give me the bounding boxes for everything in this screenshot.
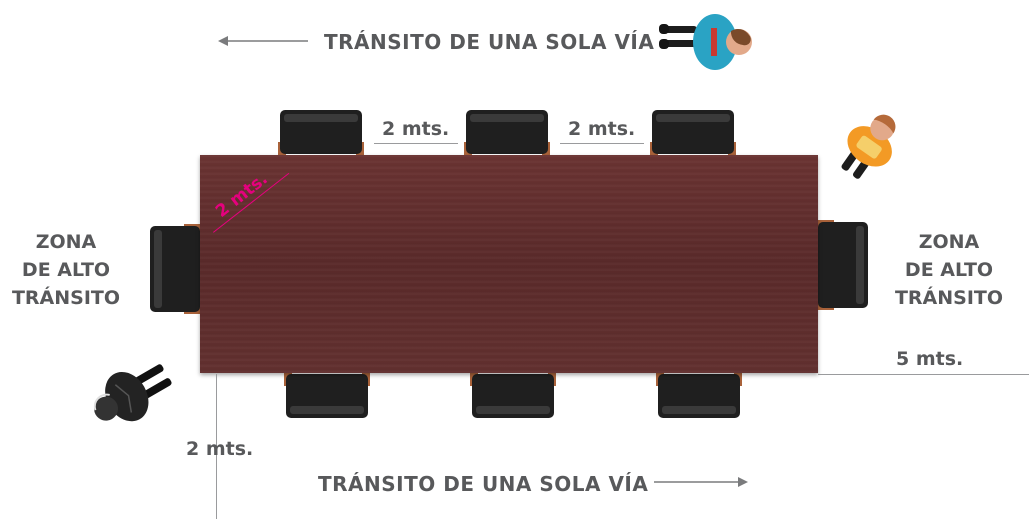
right-zone-line-3: TRÁNSITO	[894, 287, 1004, 309]
person-orange-icon	[841, 114, 896, 179]
left-bottom-dimension-label: 2 mts.	[186, 438, 254, 460]
right-side-dimension-line	[818, 374, 1029, 375]
chair-gap-left-label: 2 mts.	[382, 118, 450, 140]
chair-right	[818, 220, 868, 310]
right-zone-label: ZONA DE ALTO TRÁNSITO	[879, 228, 1019, 312]
arrow-left-icon	[218, 36, 308, 46]
left-zone-line-3: TRÁNSITO	[11, 287, 121, 309]
chair-left	[150, 224, 200, 314]
chair-top-1	[278, 110, 364, 156]
chair-gap-right-line	[560, 143, 644, 144]
chair-top-2	[464, 110, 550, 156]
right-side-dimension-label: 5 mts.	[896, 348, 964, 370]
chair-gap-left-line	[374, 143, 458, 144]
right-zone-line-1: ZONA	[918, 231, 980, 253]
chair-bottom-2	[470, 372, 556, 418]
left-zone-label: ZONA DE ALTO TRÁNSITO	[0, 228, 136, 312]
left-zone-line-2: DE ALTO	[21, 259, 111, 281]
left-bottom-dimension-line	[216, 374, 217, 519]
chair-bottom-1	[284, 372, 370, 418]
arrow-right-icon	[654, 477, 748, 487]
chair-gap-right-label: 2 mts.	[568, 118, 636, 140]
top-transit-label: TRÁNSITO DE UNA SOLA VÍA	[324, 30, 655, 54]
person-black-icon	[93, 364, 172, 422]
bottom-transit-label: TRÁNSITO DE UNA SOLA VÍA	[318, 472, 649, 496]
right-zone-line-2: DE ALTO	[904, 259, 994, 281]
left-zone-line-1: ZONA	[35, 231, 97, 253]
chair-top-3	[650, 110, 736, 156]
chair-bottom-3	[656, 372, 742, 418]
person-blue-icon	[659, 14, 752, 70]
conference-table	[200, 155, 818, 373]
